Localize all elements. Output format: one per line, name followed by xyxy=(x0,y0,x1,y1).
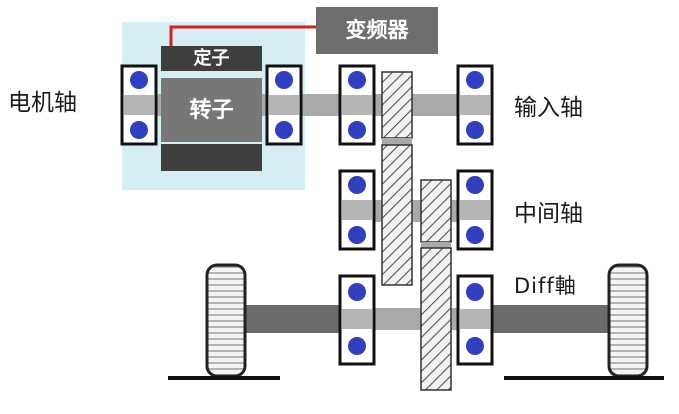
rotor-label: 转子 xyxy=(189,98,234,123)
intermediate-gear-large xyxy=(381,144,413,286)
inverter-cable xyxy=(169,25,316,46)
wheel-left xyxy=(205,263,247,378)
diff-shaft-right xyxy=(488,305,613,333)
motor-shaft-label: 电机轴 xyxy=(8,90,77,116)
intermediate-gear-hub xyxy=(421,242,451,248)
bearing-input-left xyxy=(338,64,376,146)
bearing-input-right xyxy=(456,64,494,146)
stator-top xyxy=(161,46,262,71)
input-gear xyxy=(381,71,413,139)
bearing-motor-right xyxy=(265,64,303,146)
inverter-box-label: 变频器 xyxy=(316,7,438,54)
bearing-intermediate-left xyxy=(338,169,376,251)
rotor xyxy=(161,78,262,142)
bearing-diff-right xyxy=(456,274,494,366)
input-shaft-label: 输入轴 xyxy=(514,95,583,121)
bearing-motor-left xyxy=(120,64,158,146)
final-drive-gear xyxy=(420,247,452,391)
stator-label: 定子 xyxy=(193,47,230,69)
diff-shaft-left xyxy=(243,305,343,333)
diff-shaft-center xyxy=(340,308,490,330)
diff-shaft-label: Diff軸 xyxy=(514,274,577,298)
bearing-intermediate-right xyxy=(456,169,494,251)
stator-bottom xyxy=(161,144,262,171)
intermediate-shaft-label: 中间轴 xyxy=(514,201,583,227)
intermediate-gear-small xyxy=(420,179,452,243)
input-gear-hub xyxy=(382,138,412,145)
wheel-right xyxy=(607,263,649,378)
bearing-diff-left xyxy=(338,274,376,366)
